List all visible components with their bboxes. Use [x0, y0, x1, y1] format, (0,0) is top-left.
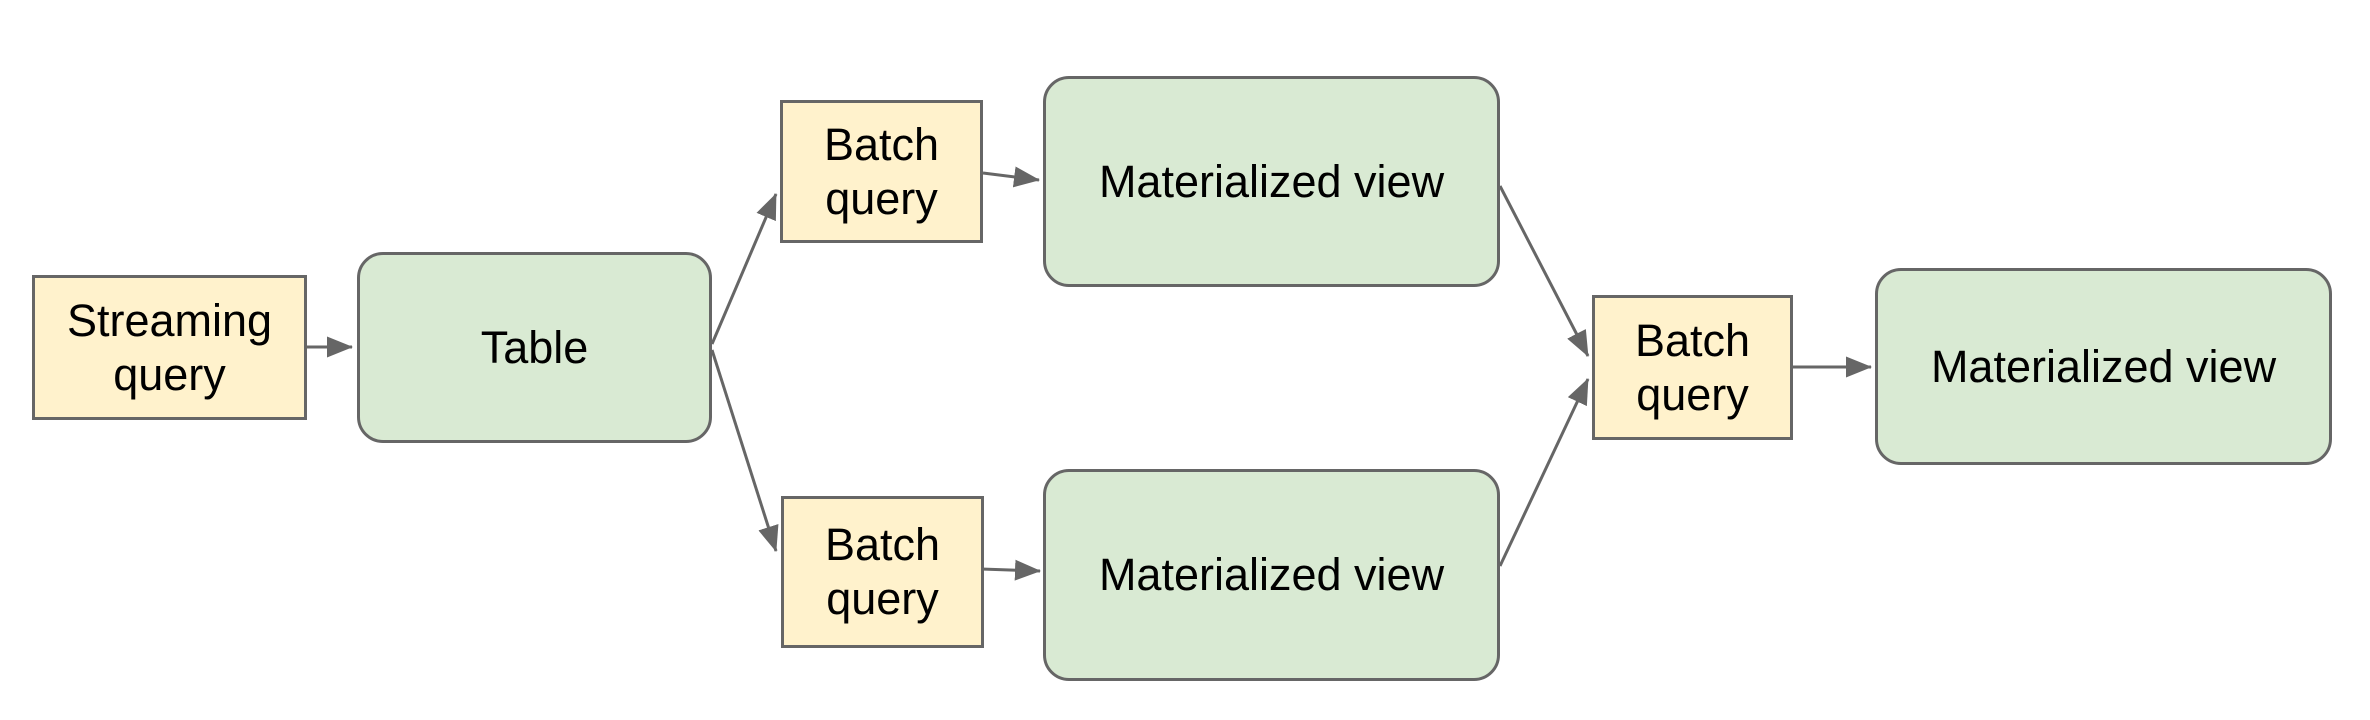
node-materialized-view-right: Materialized view [1875, 268, 2332, 465]
node-table: Table [357, 252, 712, 443]
edge-table-to-batch-query-top [710, 193, 778, 345]
edge-table-to-batch-query-bottom [710, 349, 779, 552]
node-batch-query-top: Batch query [780, 100, 983, 243]
node-batch-query-bottom-label: Batch query [824, 519, 941, 624]
node-materialized-view-top-label: Materialized view [1098, 155, 1445, 207]
node-streaming-query-label: Streaming query [66, 294, 273, 400]
node-batch-query-top-label: Batch query [823, 118, 940, 224]
node-streaming-query: Streaming query [32, 275, 307, 420]
node-materialized-view-bottom: Materialized view [1043, 469, 1500, 681]
edge-materialized-view-bottom-to-batch-query-right [1498, 378, 1590, 567]
node-materialized-view-top: Materialized view [1043, 76, 1500, 287]
node-batch-query-bottom: Batch query [781, 496, 984, 648]
node-batch-query-right: Batch query [1592, 295, 1793, 440]
node-materialized-view-bottom-label: Materialized view [1098, 549, 1445, 600]
node-table-label: Table [480, 321, 589, 373]
edge-batch-query-bottom-to-materialized-view-bottom [980, 559, 1041, 581]
edge-materialized-view-top-to-batch-query-right [1498, 185, 1590, 357]
node-materialized-view-right-label: Materialized view [1930, 340, 2277, 392]
node-batch-query-right-label: Batch query [1634, 314, 1751, 420]
edge-batch-query-top-to-materialized-view-top [982, 166, 1040, 188]
